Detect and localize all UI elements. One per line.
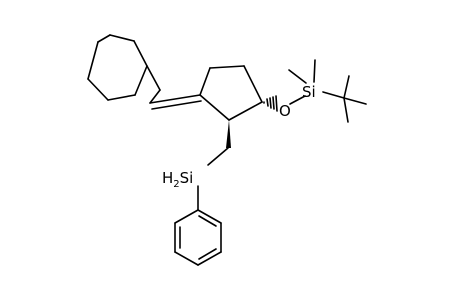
bond bbox=[199, 67, 211, 96]
exocyclic-double-bond bbox=[149, 94, 202, 110]
bond bbox=[174, 251, 199, 266]
bond-si-methyl-2 bbox=[313, 59, 316, 83]
hash bbox=[266, 98, 269, 107]
silicon-h2-label: H2Si bbox=[162, 169, 193, 190]
solid-wedge-c-ch2 bbox=[226, 120, 231, 148]
bond bbox=[197, 251, 222, 266]
hash bbox=[269, 97, 272, 109]
bond-inner bbox=[198, 215, 217, 227]
bond bbox=[87, 41, 99, 80]
phenyl-ring bbox=[174, 209, 222, 266]
bond bbox=[228, 101, 263, 121]
bond bbox=[343, 97, 349, 123]
bond-cyclohexyl-ch bbox=[146, 65, 161, 91]
bond-si-tbu bbox=[322, 91, 345, 99]
silicon-tbs-label: Si bbox=[302, 83, 316, 101]
bond-si-methyl-1 bbox=[288, 69, 307, 84]
oxygen-label: O bbox=[279, 102, 291, 120]
bond bbox=[199, 94, 230, 121]
hash bbox=[272, 96, 275, 110]
cyclohexyl-ring bbox=[87, 34, 148, 101]
bond bbox=[133, 40, 148, 67]
bond bbox=[87, 78, 109, 101]
bond bbox=[197, 209, 222, 224]
bond bbox=[97, 34, 111, 43]
bond bbox=[151, 100, 202, 110]
bond bbox=[109, 34, 135, 42]
bond bbox=[343, 97, 367, 105]
bond bbox=[107, 94, 136, 101]
bond bbox=[174, 209, 199, 224]
bond-inner bbox=[198, 248, 217, 260]
bond-ch-exo bbox=[149, 89, 161, 104]
bond bbox=[149, 94, 201, 104]
bond bbox=[343, 75, 350, 99]
bond bbox=[243, 65, 263, 103]
tert-butyl-group bbox=[343, 75, 367, 123]
bond bbox=[209, 65, 245, 69]
cyclopentane-ring bbox=[199, 65, 263, 121]
hashed-wedge-c-o bbox=[263, 95, 278, 112]
bond bbox=[134, 65, 148, 96]
bond-ch2-si bbox=[207, 147, 229, 166]
bond-o-si bbox=[289, 95, 306, 105]
hash bbox=[275, 95, 278, 112]
